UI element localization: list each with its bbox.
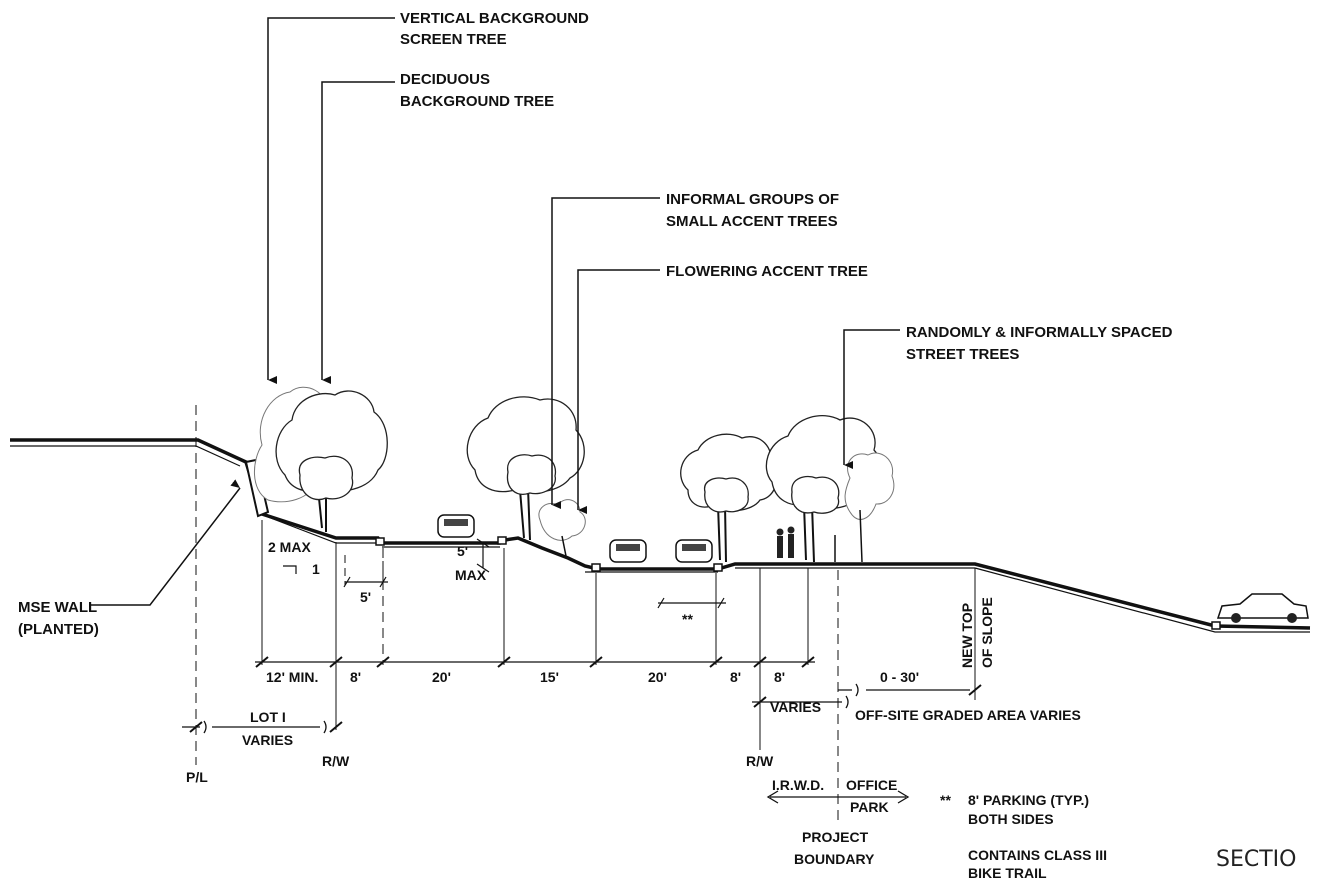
bike-lane-width: 5' — [360, 589, 371, 605]
dim-travel-lane-2: 20' — [648, 669, 667, 685]
callout-leaders — [90, 17, 900, 606]
tree-accent-group — [466, 396, 585, 541]
dim-walk: 8' — [774, 669, 785, 685]
bike-note-line1: CONTAINS CLASS III — [968, 847, 1107, 863]
parking-dimension-marker: ** — [682, 611, 693, 627]
slope-ratio-symbol — [283, 565, 297, 574]
curb — [591, 563, 601, 572]
curb — [713, 563, 723, 572]
main-dimension-string — [255, 656, 815, 668]
callout-street-trees-line2: STREET TREES — [906, 346, 1019, 363]
curb-height-value: 5' — [457, 543, 468, 559]
curb — [375, 537, 385, 546]
dim-median: 15' — [540, 669, 559, 685]
callout-mse-wall-line1: MSE WALL — [18, 599, 97, 616]
offsite-range: 0 - 30' — [880, 669, 919, 685]
callout-accent-groups-line1: INFORMAL GROUPS OF — [666, 191, 839, 208]
offsite-varies: VARIES — [770, 699, 821, 715]
offsite-graded-area: OFF-SITE GRADED AREA VARIES — [855, 707, 1081, 723]
car-side-icon — [1216, 593, 1309, 623]
right-of-way-right-marker: R/W — [746, 753, 774, 769]
bike-lane-dimension — [343, 548, 388, 588]
new-top-of-slope-line1: NEW TOP — [959, 603, 975, 668]
boundary-right-label-top: OFFICE — [846, 777, 897, 793]
curb — [497, 536, 507, 545]
callout-accent-groups-line2: SMALL ACCENT TREES — [666, 213, 838, 230]
curb-height-max: MAX — [455, 567, 487, 583]
project-boundary-line1: PROJECT — [802, 829, 869, 845]
boundary-arrow — [766, 790, 910, 804]
street-trees — [680, 415, 895, 563]
boundary-left-label: I.R.W.D. — [772, 777, 824, 793]
extension-lines — [195, 405, 976, 825]
pedestrians-icon — [776, 526, 795, 558]
car-icon — [437, 514, 475, 538]
slope-ratio-value: 1 — [312, 561, 320, 577]
curb-height-dimension — [476, 538, 490, 573]
parking-dimension — [657, 597, 726, 609]
right-of-way-left-marker: R/W — [322, 753, 350, 769]
callout-deciduous-tree-line2: BACKGROUND TREE — [400, 93, 554, 110]
callout-flowering-tree: FLOWERING ACCENT TREE — [666, 263, 868, 280]
car-icon — [609, 539, 647, 563]
dim-travel-lane-1: 20' — [432, 669, 451, 685]
slope-ratio-label: 2 MAX — [268, 539, 311, 555]
callout-street-trees-line1: RANDOMLY & INFORMALLY SPACED — [906, 324, 1173, 341]
parking-note-marker: ** — [940, 792, 951, 808]
new-top-of-slope-line2: OF SLOPE — [979, 597, 995, 668]
parking-note-line1: 8' PARKING (TYP.) — [968, 792, 1089, 808]
parking-note-line2: BOTH SIDES — [968, 811, 1054, 827]
property-line-marker: P/L — [186, 769, 208, 785]
dim-bike: 8' — [350, 669, 361, 685]
callout-vertical-screen-tree-line2: SCREEN TREE — [400, 31, 507, 48]
car-icon — [675, 539, 713, 563]
callout-deciduous-tree-line1: DECIDUOUS — [400, 71, 490, 88]
curb — [1211, 621, 1221, 630]
callout-vertical-screen-tree-line1: VERTICAL BACKGROUND — [400, 10, 589, 27]
lot-varies: VARIES — [242, 732, 293, 748]
tree-deciduous — [275, 390, 388, 532]
offsite-dimension — [752, 683, 982, 709]
lot-dimension — [182, 720, 343, 734]
dim-parkway: 8' — [730, 669, 741, 685]
boundary-right-label-bottom: PARK — [850, 799, 889, 815]
bike-note-line2: BIKE TRAIL — [968, 865, 1047, 880]
section-title: SECTIO — [1216, 847, 1296, 872]
lot-label: LOT I — [250, 709, 286, 725]
callout-mse-wall-line2: (PLANTED) — [18, 621, 99, 638]
project-boundary-line2: BOUNDARY — [794, 851, 875, 867]
dim-lot-min: 12' MIN. — [266, 669, 318, 685]
